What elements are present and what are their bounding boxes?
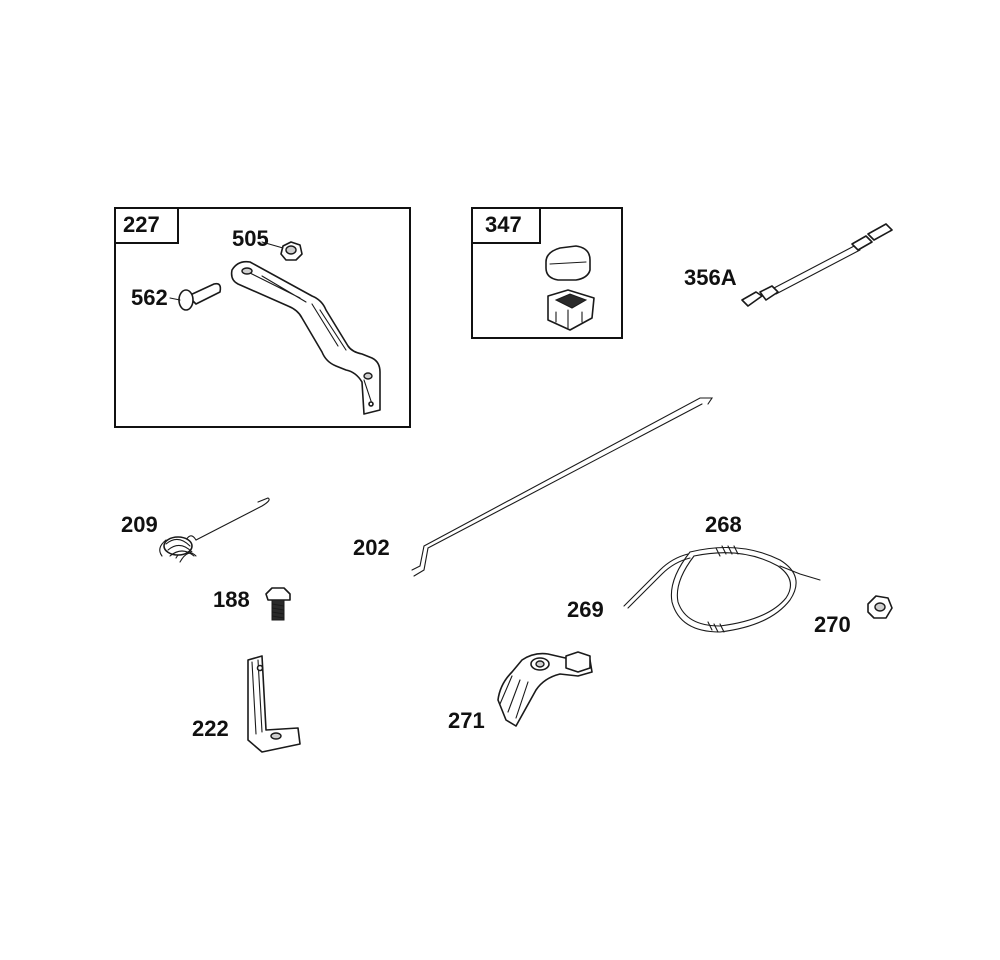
spring-rod-209 xyxy=(159,497,270,563)
leader-505 xyxy=(261,241,284,249)
group-box-347 xyxy=(471,207,623,339)
rod-202 xyxy=(411,397,714,577)
callout-562: 562 xyxy=(131,285,168,310)
callout-188: 188 xyxy=(213,587,250,612)
bracket-222 xyxy=(247,655,301,753)
screw-188 xyxy=(265,587,291,621)
callout-271: 271 xyxy=(448,708,485,733)
leader-562 xyxy=(169,297,181,301)
cable-268 xyxy=(670,545,821,633)
cable-end-269 xyxy=(623,553,691,609)
group-box-347-tab xyxy=(471,207,541,244)
group-box-227 xyxy=(114,207,411,428)
callout-222: 222 xyxy=(192,716,229,741)
callout-356A: 356A xyxy=(684,265,737,290)
callout-227: 227 xyxy=(123,212,160,237)
callout-269: 269 xyxy=(567,597,604,622)
rocker-switch-347 xyxy=(545,245,595,331)
wire-harness-356A xyxy=(741,223,893,307)
bracket-lever-227 xyxy=(230,260,381,415)
group-box-227-tab xyxy=(114,207,179,244)
nut-505 xyxy=(280,241,303,261)
control-bracket-271 xyxy=(497,651,593,727)
callout-202: 202 xyxy=(353,535,390,560)
callout-270: 270 xyxy=(814,612,851,637)
callout-209: 209 xyxy=(121,512,158,537)
callout-268: 268 xyxy=(705,512,742,537)
pin-562 xyxy=(178,282,222,311)
callout-505: 505 xyxy=(232,226,269,251)
nut-270 xyxy=(867,595,893,619)
callout-347: 347 xyxy=(485,212,522,237)
